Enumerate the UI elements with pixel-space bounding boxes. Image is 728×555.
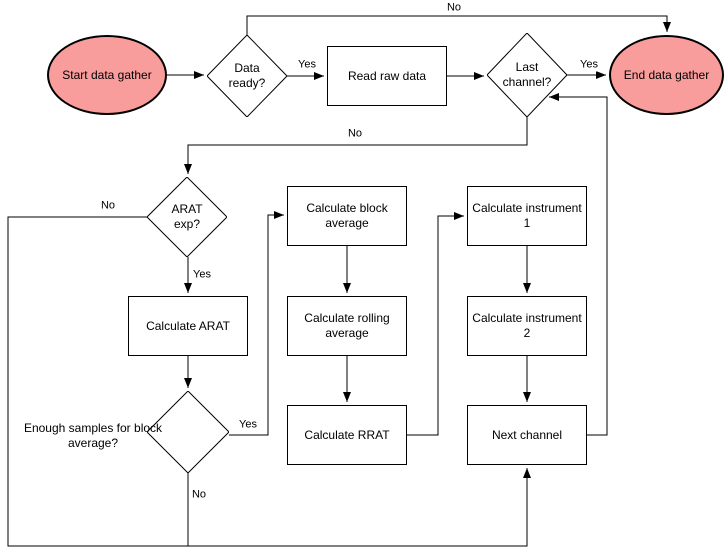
node-start-label: Start data gather [62,67,152,82]
edge-label-enough-no: No [189,488,209,502]
edge-label-arat-exp-no: No [98,199,118,213]
edge-calcrrat-to-calcinstr1 [407,212,464,436]
node-calculate-instrument-1: Calculate instrument 1 [467,186,587,246]
edge-label-enough-yes: Yes [237,418,259,432]
node-last-channel-label: Last channel? [502,60,552,89]
node-calc-instr1-label: Calculate instrument 1 [472,201,582,230]
edge-aratexp-no-to-nextchannel [7,216,531,547]
node-calculate-block-average: Calculate block average [287,186,407,246]
edge-label-data-ready-no: No [444,1,464,15]
node-calc-instr2-label: Calculate instrument 2 [472,311,582,340]
edge-enough-yes-to-calcblock [229,211,284,436]
node-read-raw-label: Read raw data [347,68,427,83]
node-calc-arat-label: Calculate ARAT [146,318,230,333]
node-last-channel-decision: Last channel? [487,33,567,117]
edge-lastchannel-no-to-aratexp [184,117,528,174]
node-calc-block-label: Calculate block average [306,201,388,230]
edge-label-last-channel-yes: Yes [578,58,600,72]
edge-label-arat-exp-yes: Yes [191,268,213,282]
edge-dataready-no-to-end [246,15,671,35]
node-calc-rrat-label: Calculate RRAT [304,427,390,442]
node-calculate-rrat: Calculate RRAT [287,405,407,465]
node-end-terminator: End data gather [609,35,724,115]
diamond-shape [147,391,229,473]
node-next-channel-label: Next channel [491,427,563,442]
node-calc-rolling-label: Calculate rolling average [304,311,390,340]
node-data-ready-label: Data ready? [228,61,266,90]
edge-nextchannel-to-lastchannel [549,93,608,436]
node-enough-samples-decision [147,391,229,473]
node-arat-exp-label: ARAT exp? [171,202,203,231]
node-enough-samples-label: Enough samples for block average? [23,421,163,450]
diamond-shape [207,35,287,117]
node-end-label: End data gather [623,67,710,82]
node-calculate-instrument-2: Calculate instrument 2 [467,296,587,356]
node-next-channel: Next channel [467,405,587,465]
node-data-ready-decision: Data ready? [207,35,287,117]
edge-label-last-channel-no: No [345,127,365,141]
edge-label-data-ready-yes: Yes [296,58,318,72]
diamond-shape [147,177,227,257]
node-read-raw-data: Read raw data [327,46,447,106]
node-calculate-arat: Calculate ARAT [128,296,248,356]
node-start-terminator: Start data gather [47,35,167,115]
node-calculate-rolling-average: Calculate rolling average [287,296,407,356]
diamond-shape [487,33,567,117]
node-arat-exp-decision: ARAT exp? [147,177,227,257]
